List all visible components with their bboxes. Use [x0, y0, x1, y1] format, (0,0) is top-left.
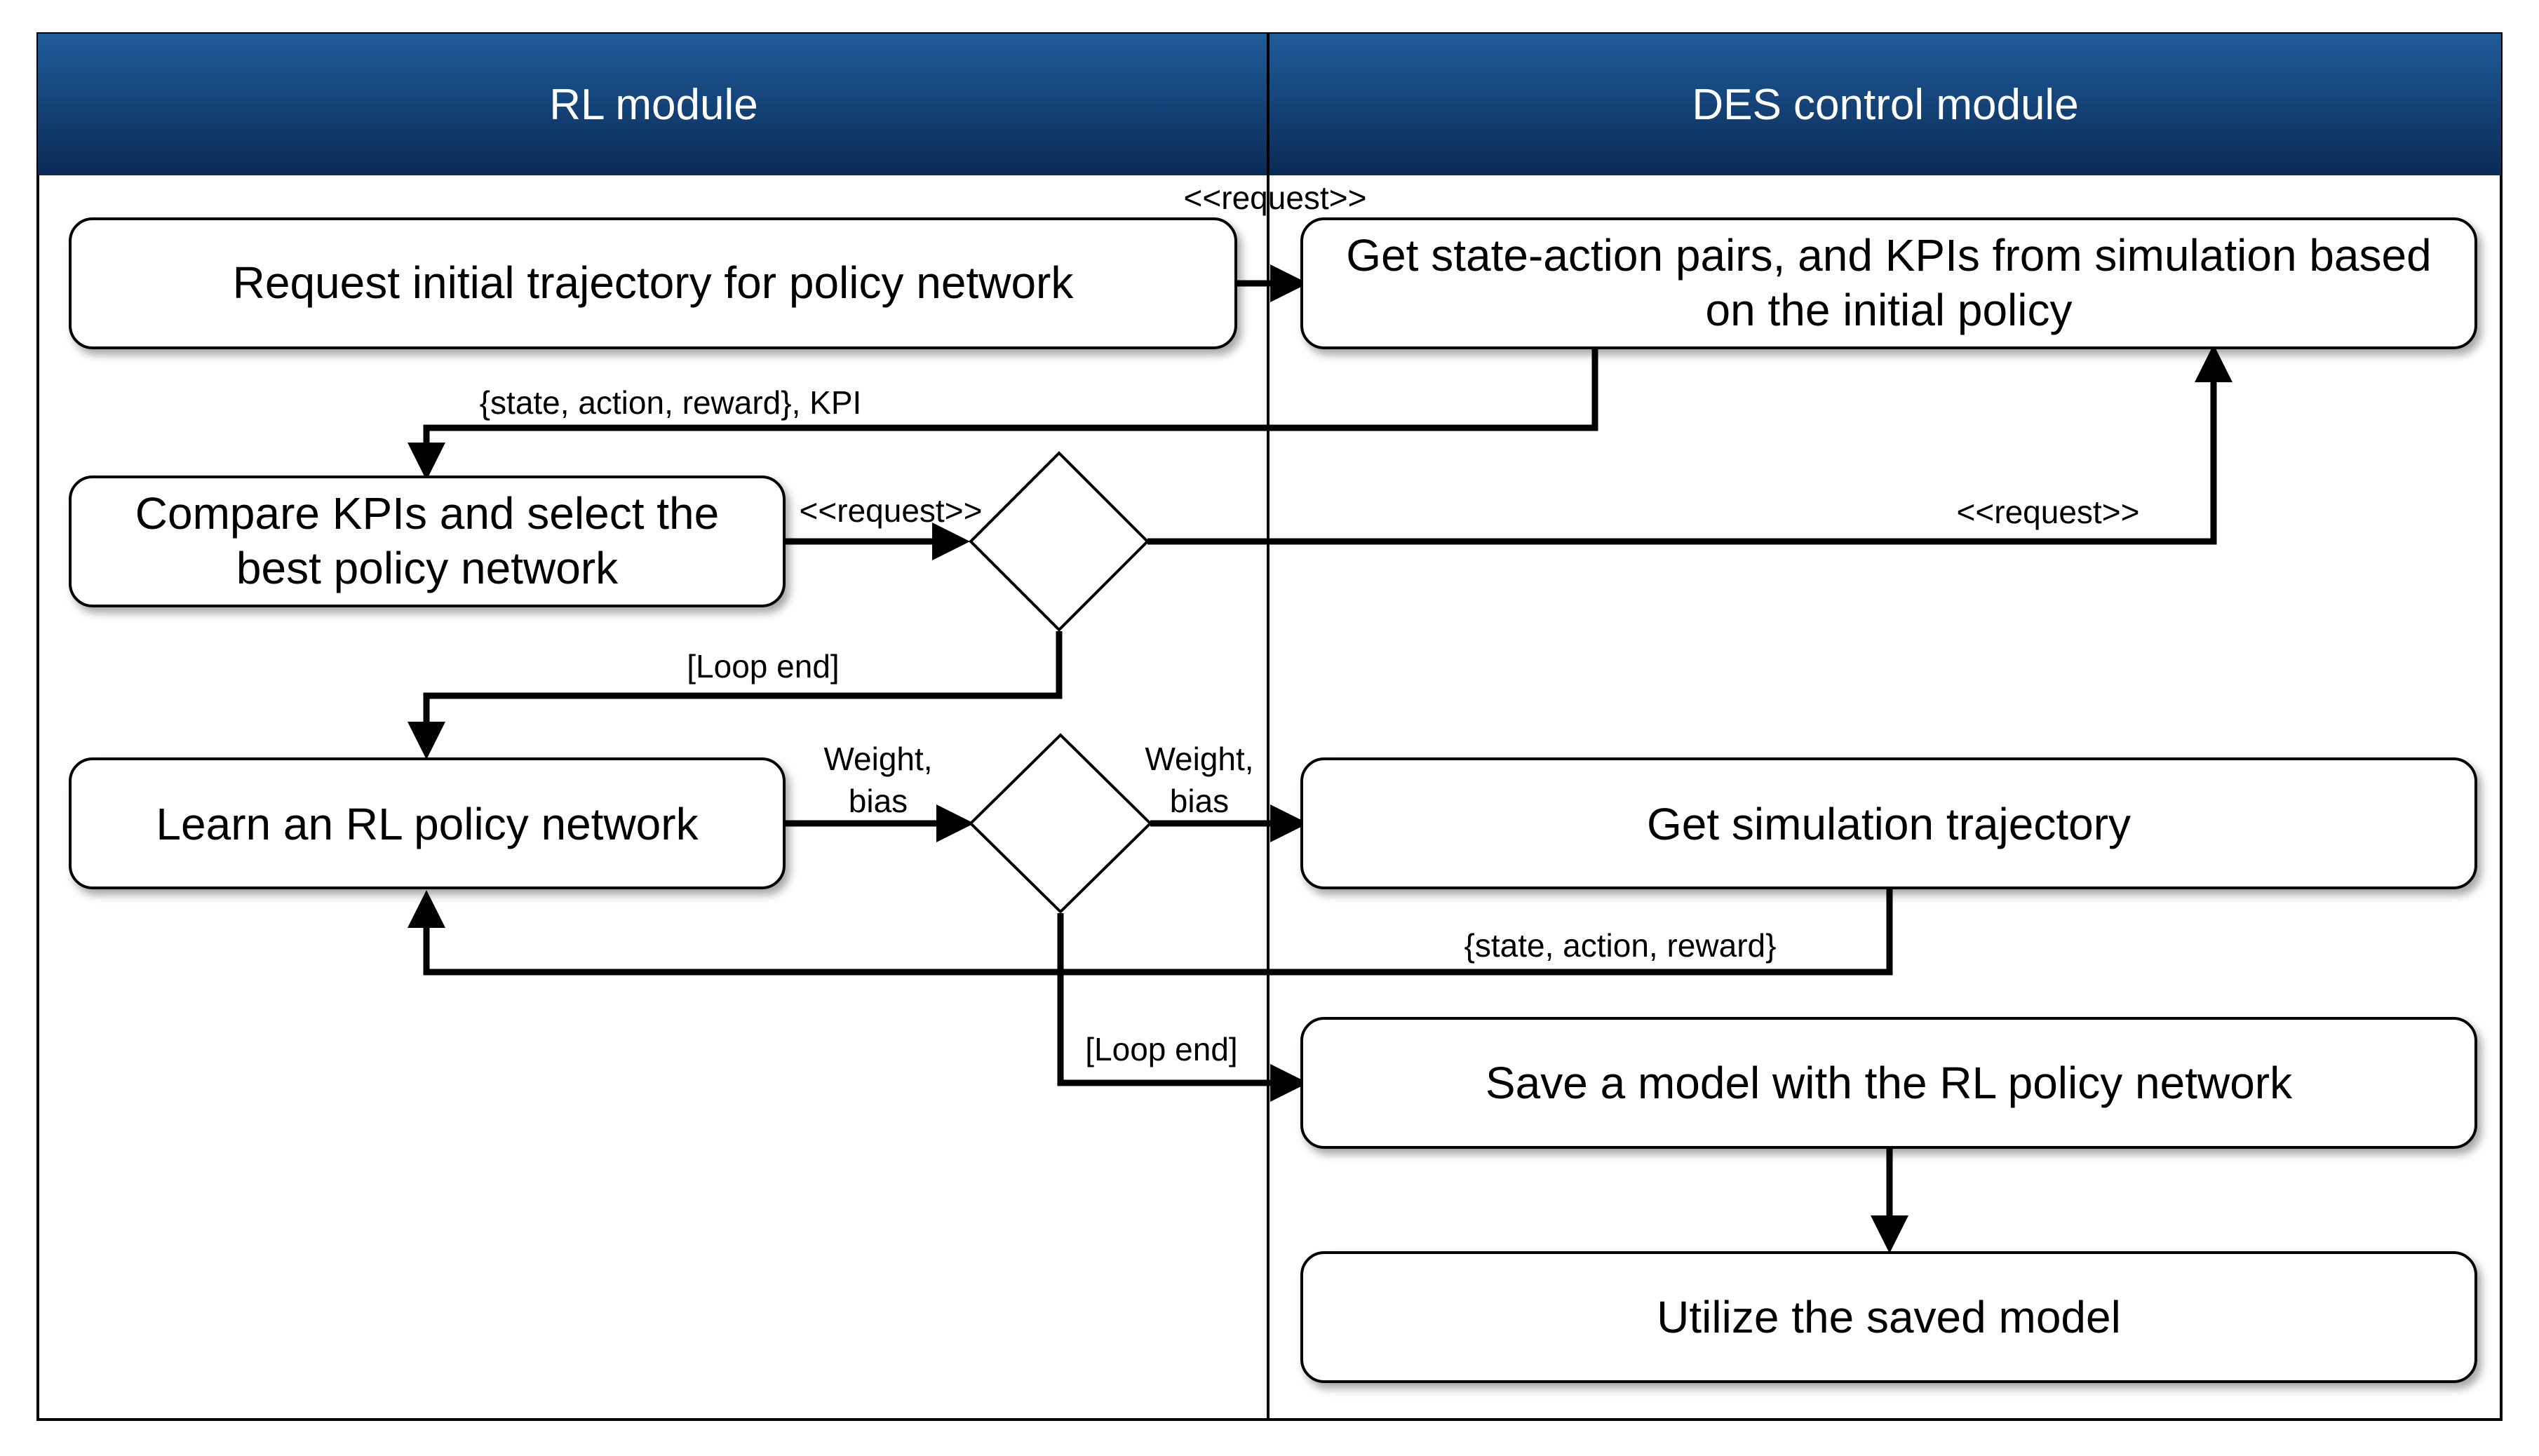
edge-label-weight-right-line2: bias: [1170, 783, 1229, 819]
node-get-state-action-pairs: Get state-action pairs, and KPIs from si…: [1300, 217, 2477, 349]
node-compare-label-line2: best policy network: [236, 543, 619, 593]
flow-get-pairs-to-compare: [408, 346, 1598, 480]
lane-title-des-control-module: DES control module: [1692, 81, 2078, 129]
edge-label-weight-left-line1: Weight,: [823, 741, 932, 777]
node-request-initial: Request initial trajectory for policy ne…: [69, 217, 1237, 349]
node-compare-label-line1: Compare KPIs and select the: [135, 488, 719, 539]
edge-label-weight-left-line2: bias: [849, 783, 908, 819]
node-request-initial-label: Request initial trajectory for policy ne…: [233, 257, 1075, 308]
flow-decision-request-to-get-pairs: [1147, 344, 2232, 545]
node-get-pairs-label-line2: on the initial policy: [1706, 285, 2073, 335]
node-utilize-label: Utilize the saved model: [1657, 1292, 2121, 1342]
decision-diamond-lower: [969, 733, 1152, 914]
node-get-simulation-trajectory: Get simulation trajectory: [1300, 757, 2477, 889]
node-learn-policy: Learn an RL policy network: [69, 757, 786, 889]
node-compare-kpis: Compare KPIs and select the best policy …: [69, 476, 786, 607]
node-learn-label: Learn an RL policy network: [156, 799, 699, 849]
edge-label-state-action-reward: {state, action, reward}: [1464, 927, 1777, 964]
node-get-pairs-label-line1: Get state-action pairs, and KPIs from si…: [1346, 230, 2431, 281]
node-save-model: Save a model with the RL policy network: [1300, 1017, 2477, 1149]
node-get-sim-label: Get simulation trajectory: [1647, 799, 2131, 849]
node-utilize-model: Utilize the saved model: [1300, 1251, 2477, 1383]
flow-decision-loop-end-to-save: [1057, 913, 1308, 1102]
decision-diamond-upper: [969, 451, 1150, 632]
edge-label-loop-end-upper: [Loop end]: [687, 648, 839, 685]
flow-get-sim-to-learn: [408, 888, 1893, 976]
node-save-model-label: Save a model with the RL policy network: [1486, 1058, 2293, 1108]
edge-label-request-compare: <<request>>: [800, 492, 983, 529]
flow-decision-loop-end-to-learn: [408, 631, 1063, 760]
edge-label-state-action-reward-kpi: {state, action, reward}, KPI: [480, 384, 862, 421]
edge-label-loop-end-lower: [Loop end]: [1085, 1031, 1237, 1067]
lane-title-rl-module: RL module: [549, 81, 758, 129]
edge-label-request-right: <<request>>: [1957, 494, 2140, 530]
edge-label-weight-right-line1: Weight,: [1145, 741, 1253, 777]
edge-label-request-top: <<request>>: [1184, 180, 1367, 216]
